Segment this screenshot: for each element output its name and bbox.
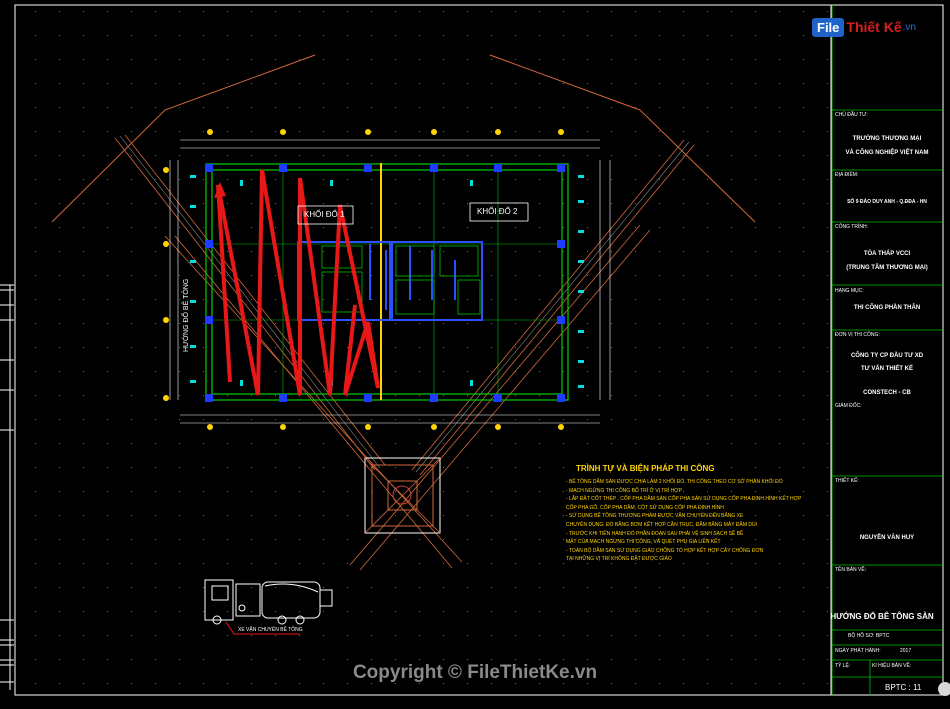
logo-box: File: [812, 17, 845, 37]
notes-title: TRÌNH TỰ VÀ BIỆN PHÁP THI CÔNG: [576, 464, 715, 473]
pour-direction-label: HƯỚNG ĐỔ BÊ TÔNG: [183, 278, 190, 352]
dimension-lines: [169, 139, 611, 424]
scaffold-marks: [190, 175, 584, 388]
zone1-label: KHỐI ĐỔ 1: [304, 210, 345, 219]
concrete-truck: [204, 579, 333, 625]
note-line: - SỬ DỤNG BÊ TÔNG THƯƠNG PHẨM ĐƯỢC VẬN C…: [566, 513, 744, 520]
note-line: - MẠCH NGỪNG THI CÔNG BỐ TRÍ Ở VỊ TRÍ HỢ…: [566, 487, 682, 494]
construction-notes: TRÌNH TỰ VÀ BIỆN PHÁP THI CÔNG - BÊ TÔNG…: [566, 464, 802, 564]
date-value: 2017: [900, 648, 912, 654]
unit-label: ĐƠN VỊ THI CÔNG:: [835, 332, 880, 338]
location-value: SỐ 9 ĐÀO DUY ANH - Q.ĐĐA - HN: [847, 199, 927, 205]
slab-outline: [205, 163, 569, 401]
note-line: - TOÀN BỘ DẦM SÀN SỬ DỤNG GIÁO CHỐNG TỔ …: [566, 547, 764, 554]
pour-direction-path: [216, 169, 380, 396]
owner-line2: VÀ CÔNG NGHIỆP VIỆT NAM: [845, 150, 929, 156]
zone2-box: [469, 202, 529, 222]
note-line: MẶT CỦA MẠCH NGỪNG THI CÔNG, VÀ QUÉT PHỤ…: [566, 539, 721, 546]
pour-direction-arrow: [214, 182, 226, 198]
crane-reach-arcs: [51, 54, 756, 223]
zone1-box: [297, 205, 354, 225]
sheet-border: [14, 4, 944, 696]
item-label: HẠNG MỤC:: [835, 288, 864, 294]
cad-icon: [938, 682, 950, 696]
unit-line3: CONSTECH - CB: [863, 390, 911, 396]
crane-booms: [114, 134, 695, 571]
sheet-no-label: KÍ HIỆU BẢN VẼ:: [872, 663, 912, 669]
logo-text: Thiết Kế: [846, 19, 902, 35]
date-label: NGÀY PHÁT HÀNH:: [835, 648, 881, 654]
note-line: CHUYÊN DỤNG. ĐỔ BẰNG BƠM KẾT HỢP CẦN TRỤ…: [566, 521, 758, 528]
item-value: THI CÔNG PHẦN THÂN: [853, 305, 921, 311]
note-line: - TRƯỚC KHI TIẾN HÀNH ĐỔ PHẦN ĐOẠN SAU P…: [566, 530, 744, 537]
designer-label: THIẾT KẾ:: [835, 478, 859, 484]
margin-ticks: [0, 284, 14, 690]
project-line1: TÒA THÁP VCCI: [863, 251, 911, 257]
sheet-label: TÊN BẢN VẼ:: [835, 567, 867, 573]
note-line: - LẮP ĐẶT CỐT THÉP , CỐP PHA DẦM SÀN CỐP…: [566, 496, 802, 503]
note-line: - BÊ TÔNG DẦM SÀN ĐƯỢC CHIA LÀM 2 KHỐI Đ…: [566, 479, 783, 485]
director-label: GIÁM ĐỐC:: [835, 403, 862, 409]
designer-value: NGUYỄN VĂN HUY: [859, 535, 915, 541]
location-label: ĐỊA ĐIỂM:: [835, 172, 859, 178]
drawing-grid: [16, 6, 828, 692]
unit-line1: CÔNG TY CP ĐẦU TƯ XD: [850, 353, 924, 359]
note-line: CỐP PHA GỖ. CỐP PHA DẦM, CỘT SỬ DỤNG CỐP…: [566, 504, 724, 511]
site-logo: File Thiết Kế .vn: [812, 14, 916, 40]
unit-line2: TƯ VẤN THIẾT KẾ: [861, 366, 913, 372]
code-label: BỘ HỒ SƠ: BPTC: [848, 633, 890, 639]
grid-axis-markers: [163, 129, 564, 430]
sheet-title: HƯỚNG ĐỔ BÊ TÔNG SÀN: [830, 612, 934, 621]
copyright-watermark: Copyright © FileThietKe.vn: [352, 662, 598, 683]
logo-domain: .vn: [902, 21, 916, 33]
project-label: CÔNG TRÌNH:: [835, 224, 868, 230]
truck-leader: [225, 621, 300, 635]
project-line2: (TRUNG TÂM THƯƠNG MẠI): [846, 265, 928, 271]
owner-line1: TRƯỜNG THƯƠNG MẠI: [852, 136, 922, 142]
note-line: TẠI NHỮNG VỊ TRÍ KHÔNG ĐẶT ĐƯỢC GIÁO: [566, 556, 672, 563]
owner-label: CHỦ ĐẦU TƯ:: [835, 112, 868, 118]
sheet-no-value: BPTC : 11: [885, 683, 922, 692]
title-block-lines: [832, 109, 943, 695]
tower-crane-base: [364, 457, 441, 534]
zone2-label: KHỐI ĐỔ 2: [477, 207, 518, 216]
columns: [205, 164, 565, 402]
scale-label: TỶ LỆ:: [835, 663, 851, 669]
core-rooms: [321, 245, 481, 315]
truck-label: XE VẬN CHUYỂN BÊ TÔNG: [238, 627, 303, 633]
